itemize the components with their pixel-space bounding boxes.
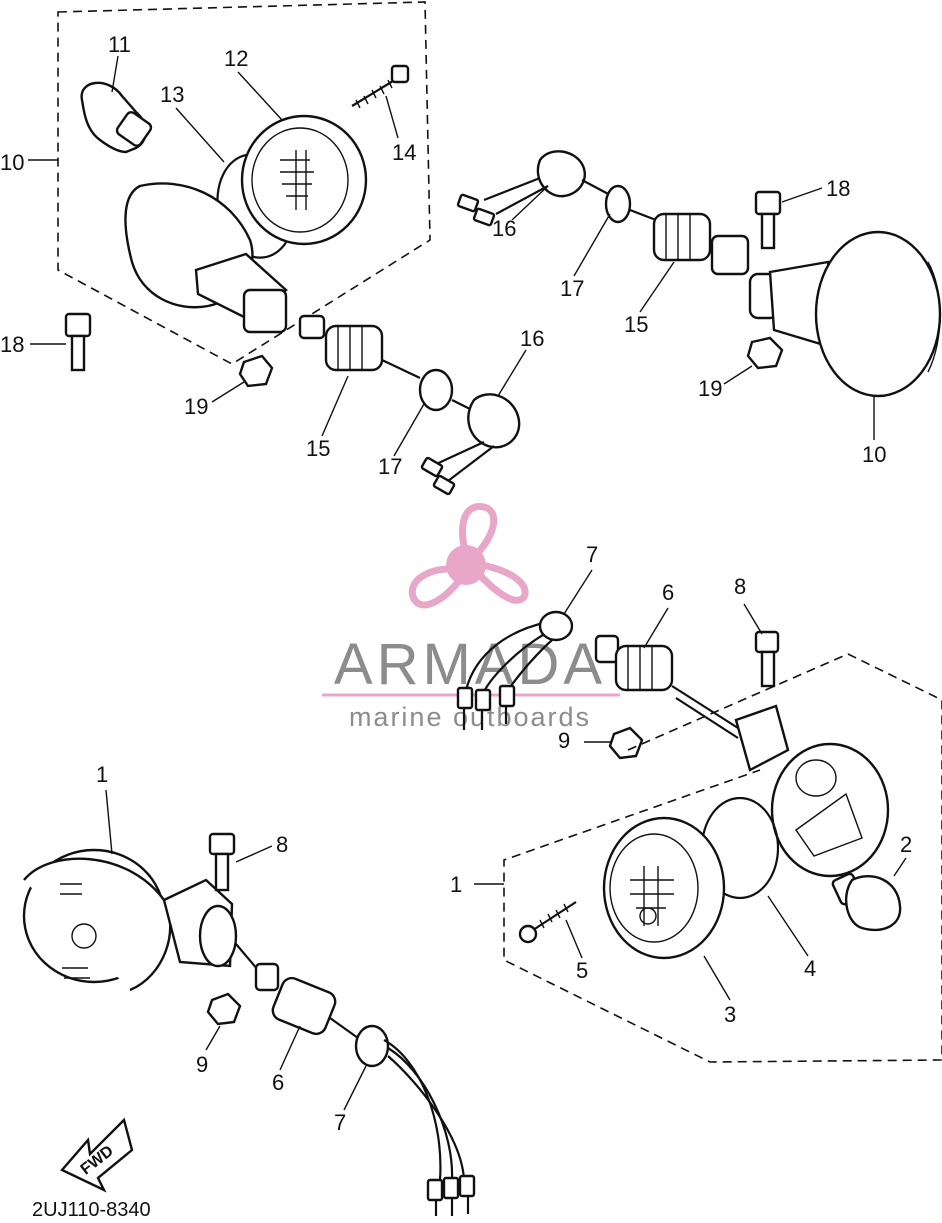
callout: 19 [698, 376, 722, 401]
cord-7-bottom [383, 1039, 476, 1216]
callout: 14 [392, 140, 416, 165]
callout: 6 [272, 1070, 284, 1095]
housing-10-right [768, 230, 942, 398]
lens-3 [602, 816, 726, 960]
front-left-signal-assembly [22, 832, 476, 1216]
socket-15-left [298, 314, 421, 379]
callout: 1 [450, 872, 462, 897]
screw-14 [351, 64, 410, 109]
callout: 17 [560, 276, 584, 301]
housing-1-bottom [22, 848, 238, 992]
callout: 7 [334, 1110, 346, 1135]
grommet-17-left [418, 368, 454, 412]
callout: 8 [734, 574, 746, 599]
cord-16-left [420, 393, 521, 496]
rear-right-signal-assembly [456, 150, 942, 398]
bulb-11 [80, 81, 153, 154]
callout: 16 [520, 326, 544, 351]
callout: 15 [624, 312, 648, 337]
cord-7-top [456, 620, 553, 730]
nut-9-top [608, 726, 644, 760]
drawing-code: 2UJ110-8340 [32, 1199, 151, 1221]
callouts: 11 12 13 14 10 18 16 17 15 19 18 16 17 1… [0, 32, 912, 1135]
callout: 15 [306, 436, 330, 461]
socket-6-top [594, 634, 739, 739]
callout: 13 [160, 82, 184, 107]
callout: 9 [196, 1052, 208, 1077]
screw-5 [518, 901, 577, 944]
front-right-signal-assembly [456, 610, 942, 1063]
housing-1-top [734, 704, 890, 878]
grommet-7-top [538, 610, 574, 642]
cord-16-right [456, 150, 613, 227]
fwd-arrow-icon: FWD [60, 1117, 134, 1193]
callout: 19 [184, 394, 208, 419]
callout: 7 [586, 542, 598, 567]
subassembly-outline-1-top [503, 653, 942, 1063]
callout: 12 [224, 46, 248, 71]
callout: 1 [96, 762, 108, 787]
callout: 8 [276, 832, 288, 857]
callout: 2 [900, 832, 912, 857]
callout: 10 [862, 442, 886, 467]
bulb-2 [831, 872, 902, 932]
callout: 18 [0, 332, 24, 357]
bolt-18-left [64, 312, 92, 372]
bolt-8-bottom [208, 832, 236, 892]
callout: 4 [804, 956, 816, 981]
propeller-icon [408, 503, 529, 609]
leader-lines [30, 55, 907, 1111]
nut-19-right [746, 336, 784, 370]
grommet-17-right [604, 184, 632, 224]
callout: 9 [558, 728, 570, 753]
lens-12 [240, 114, 368, 246]
bolt-18-right [754, 190, 782, 250]
socket-6-bottom [235, 943, 359, 1039]
callout: 17 [378, 454, 402, 479]
callout: 11 [108, 32, 131, 57]
callout: 5 [576, 958, 588, 983]
callout: 10 [0, 150, 24, 175]
callout: 18 [826, 176, 850, 201]
subassembly-outline-10 [57, 1, 431, 365]
housing-10-left [124, 182, 288, 334]
rear-left-signal-assembly [28, 1, 521, 496]
callout: 3 [724, 1002, 736, 1027]
nut-9-bottom [206, 992, 242, 1026]
nut-19-left [238, 354, 274, 388]
bolt-8-top [754, 630, 780, 688]
callout: 6 [662, 580, 674, 605]
socket-15-right [629, 208, 750, 276]
grommet-7-bottom [354, 1024, 390, 1068]
